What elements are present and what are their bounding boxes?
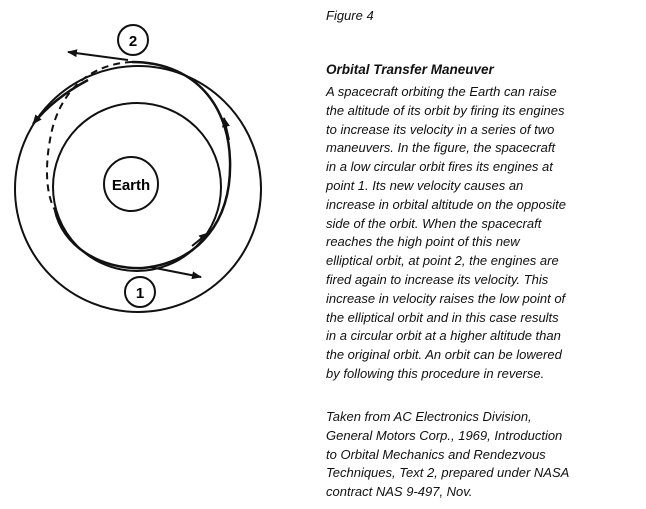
text-line: the original orbit. An orbit can be lowe… xyxy=(326,347,562,363)
text-line: maneuvers. In the figure, the spacecraft xyxy=(326,140,556,156)
transfer-orbit-dashed xyxy=(46,61,133,211)
inner-circular-orbit xyxy=(52,102,222,272)
text-line: point 1. Its new velocity causes an xyxy=(326,177,524,193)
transfer-orbit-solid xyxy=(131,60,232,270)
text-line: the elliptical orbit and in this case re… xyxy=(326,309,559,325)
text-line: to Orbital Mechanics and Rendezvous xyxy=(326,446,546,462)
text-line: Techniques, Text 2, prepared under NASA xyxy=(326,465,570,481)
velocity-arrow-point-1 xyxy=(149,266,202,280)
text-line: A spacecraft orbiting the Earth can rais… xyxy=(326,84,557,99)
earth-circle xyxy=(103,156,159,212)
description-paragraph: A spacecraft orbiting the Earth can rais… xyxy=(326,83,566,384)
text-line: increase in velocity raises the low poin… xyxy=(326,290,566,306)
point-1-marker xyxy=(124,276,156,308)
velocity-arrow-point-2 xyxy=(67,49,129,61)
direction-arrow-right-upper xyxy=(222,117,230,141)
text-line: elliptical orbit, at point 2, the engine… xyxy=(326,253,559,269)
text-line: fired again to increase its velocity. Th… xyxy=(326,271,549,287)
text-line: to increase its velocity in a series of … xyxy=(326,121,555,137)
point-2-marker xyxy=(117,24,149,56)
text-line: in a low circular orbit fires its engine… xyxy=(326,159,553,175)
point-2-label: 2 xyxy=(129,33,137,50)
text-line: side of the orbit. When the spacecraft xyxy=(326,215,542,231)
point-1-label: 1 xyxy=(136,285,144,302)
text-line: Taken from AC Electronics Division, xyxy=(326,409,532,424)
figure-title: Orbital Transfer Maneuver xyxy=(326,62,494,77)
source-citation: Taken from AC Electronics Division, Gener… xyxy=(326,408,569,502)
outer-circular-orbit xyxy=(14,65,262,313)
text-line: by following this procedure in reverse. xyxy=(326,365,545,381)
direction-arrow-upper-left xyxy=(32,78,89,125)
text-line: increase in orbital altitude on the oppo… xyxy=(326,196,566,212)
text-line: the altitude of its orbit by firing its … xyxy=(326,102,565,118)
figure-label: Figure 4 xyxy=(326,8,374,23)
earth-label: Earth xyxy=(112,177,150,194)
inner-orbit-arc-bold xyxy=(53,209,144,270)
orbital-transfer-diagram: Earth 2 1 xyxy=(14,24,262,313)
text-line: contract NAS 9-497, Nov. xyxy=(326,484,473,500)
text-line: in a circular orbit at a higher altitude… xyxy=(326,328,561,344)
text-line: reaches the high point of this new xyxy=(326,234,520,250)
text-line: General Motors Corp., 1969, Introduction xyxy=(326,427,563,443)
direction-arrow-right-lower xyxy=(191,232,209,247)
